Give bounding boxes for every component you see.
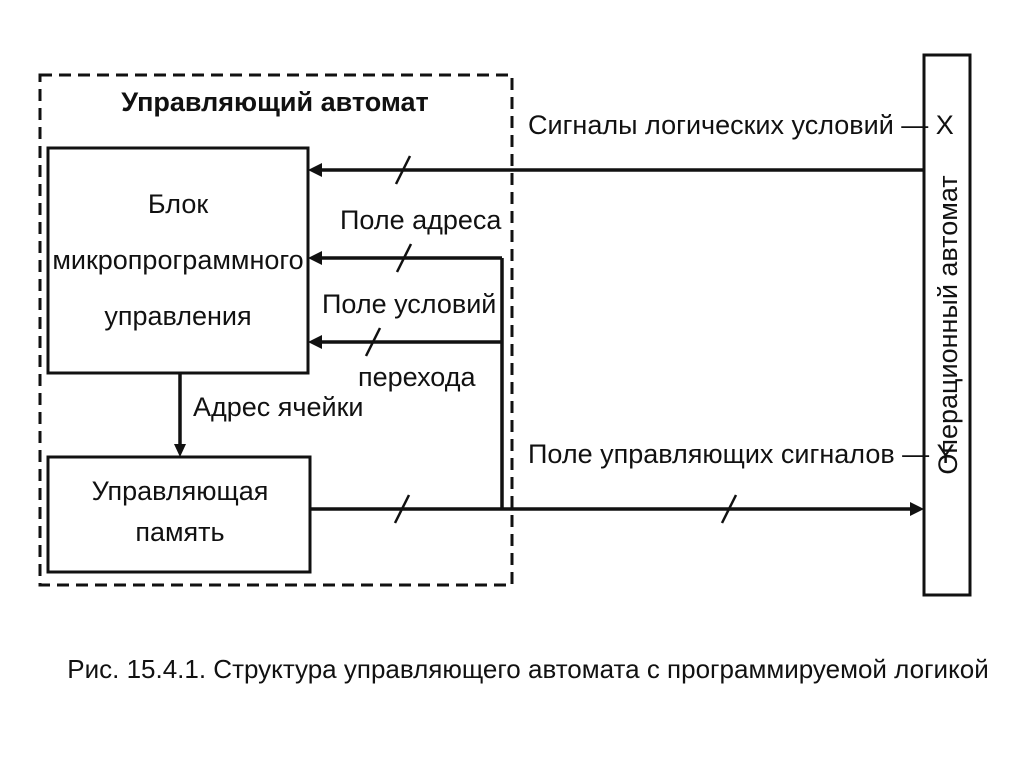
address-field-arrowhead [308, 251, 322, 265]
control-unit-title: Управляющий автомат [121, 87, 428, 117]
condition-field-bus-tick [364, 327, 382, 357]
control-signals-bus-tick-2 [720, 494, 738, 524]
logic-conditions-arrowhead [308, 163, 322, 177]
logic-conditions-label: Сигналы логических условий — X [528, 110, 954, 140]
figure-caption: Рис. 15.4.1. Структура управляющего авто… [67, 654, 988, 684]
control-signals-arrowhead [910, 502, 924, 516]
address-field-bus-tick [395, 243, 413, 273]
condition-field-label-line-1: Поле условий [322, 289, 496, 319]
operational-unit-label: Операционный автомат [933, 175, 963, 474]
address-field-label: Поле адреса [340, 205, 502, 235]
condition-field-label-line-2: перехода [358, 362, 476, 392]
control-memory-label-line-1: Управляющая [92, 476, 269, 506]
microprogram-block-label-line-3: управления [104, 301, 251, 331]
cell-address-arrowhead [174, 444, 186, 457]
condition-field-arrowhead [308, 335, 322, 349]
logic-conditions-bus-tick [394, 155, 412, 185]
control-unit-boundary [38, 73, 514, 587]
microprogram-control-block [46, 146, 310, 375]
control-signals-label: Поле управляющих сигналов — Y [528, 439, 955, 469]
cell-address-label: Адрес ячейки [193, 392, 363, 422]
microprogram-block-label-line-1: Блок [148, 189, 208, 219]
control-memory-label-line-2: память [135, 517, 224, 547]
microprogram-block-label-line-2: микропрограммного [52, 245, 303, 275]
control-signals-bus-tick-1 [393, 494, 411, 524]
control-memory-block [46, 455, 312, 574]
operational-unit-block [922, 53, 972, 597]
